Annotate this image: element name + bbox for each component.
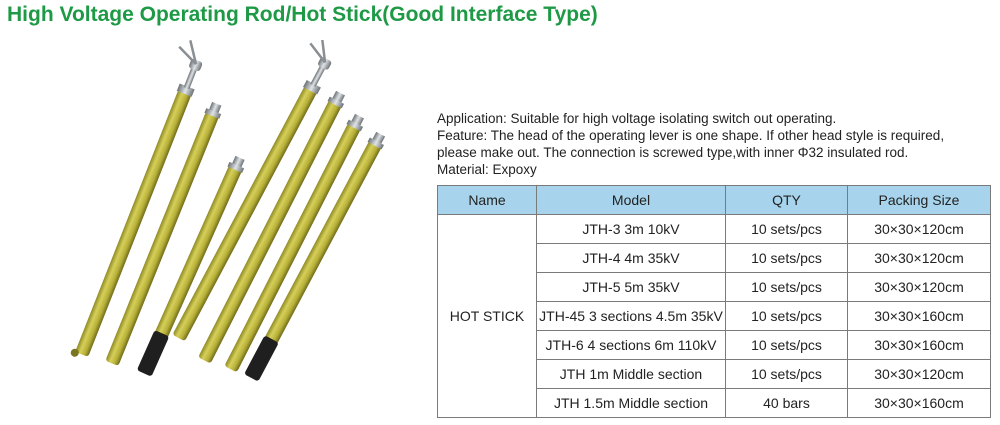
page-title: High Voltage Operating Rod/Hot Stick(Goo… (7, 3, 598, 26)
model-cell: JTH-4 4m 35kV (536, 243, 726, 273)
rod-middle-section (106, 101, 222, 366)
qty-cell: 40 bars (725, 388, 848, 418)
qty-cell: 10 sets/pcs (725, 330, 848, 360)
rod-with-hook-head (173, 40, 332, 341)
product-description: Application: Suitable for high voltage i… (437, 110, 997, 178)
application-text: Application: Suitable for high voltage i… (437, 111, 837, 126)
specification-table: Name Model QTY Packing Size HOT STICK JT… (437, 185, 991, 418)
rod-with-hook-head (70, 40, 203, 357)
table-row: JTH-6 4 sections 6m 110kV 10 sets/pcs 30… (438, 330, 991, 360)
qty-cell: 10 sets/pcs (725, 214, 848, 244)
model-cell: JTH-5 5m 35kV (536, 272, 726, 302)
header-model: Model (536, 185, 726, 215)
header-name: Name (437, 185, 537, 215)
packing-cell: 30×30×160cm (847, 330, 991, 360)
model-cell: JTH-45 3 sections 4.5m 35kV (536, 301, 726, 331)
feature-text: Feature: The head of the operating lever… (437, 128, 945, 143)
header-packing-size: Packing Size (847, 185, 991, 215)
model-cell: JTH 1m Middle section (536, 359, 726, 389)
packing-cell: 30×30×120cm (847, 243, 991, 273)
packing-cell: 30×30×120cm (847, 272, 991, 302)
rod-with-grip (245, 131, 386, 381)
model-cell: JTH 1.5m Middle section (536, 388, 726, 418)
model-cell: JTH-6 4 sections 6m 110kV (536, 330, 726, 360)
packing-cell: 30×30×120cm (847, 359, 991, 389)
qty-cell: 10 sets/pcs (725, 359, 848, 389)
qty-cell: 10 sets/pcs (725, 301, 848, 331)
packing-cell: 30×30×160cm (847, 388, 991, 418)
material-text: Material: Expoxy (437, 162, 537, 177)
qty-cell: 10 sets/pcs (725, 272, 848, 302)
model-cell: JTH-3 3m 10kV (536, 214, 726, 244)
header-qty: QTY (725, 185, 848, 215)
rod-group-left (70, 40, 245, 376)
rod-middle-section (225, 113, 364, 372)
rod-group-right (173, 40, 386, 381)
table-row: HOT STICK JTH-3 3m 10kV 10 sets/pcs 30×3… (437, 214, 991, 418)
hot-stick-product-photo (70, 40, 386, 381)
table-row: JTH-4 4m 35kV 10 sets/pcs 30×30×120cm (438, 243, 991, 273)
feature-text-continued: please make out. The connection is screw… (437, 145, 909, 160)
table-header-row: Name Model QTY Packing Size (437, 185, 991, 215)
rod-with-grip (137, 155, 245, 376)
packing-cell: 30×30×160cm (847, 301, 991, 331)
table-row: JTH 1m Middle section 10 sets/pcs 30×30×… (438, 359, 991, 389)
rod-middle-section (199, 90, 345, 363)
table-row: JTH 1.5m Middle section 40 bars 30×30×16… (438, 388, 991, 418)
packing-cell: 30×30×120cm (847, 214, 991, 244)
product-name-cell: HOT STICK (437, 214, 537, 418)
qty-cell: 10 sets/pcs (725, 243, 848, 273)
